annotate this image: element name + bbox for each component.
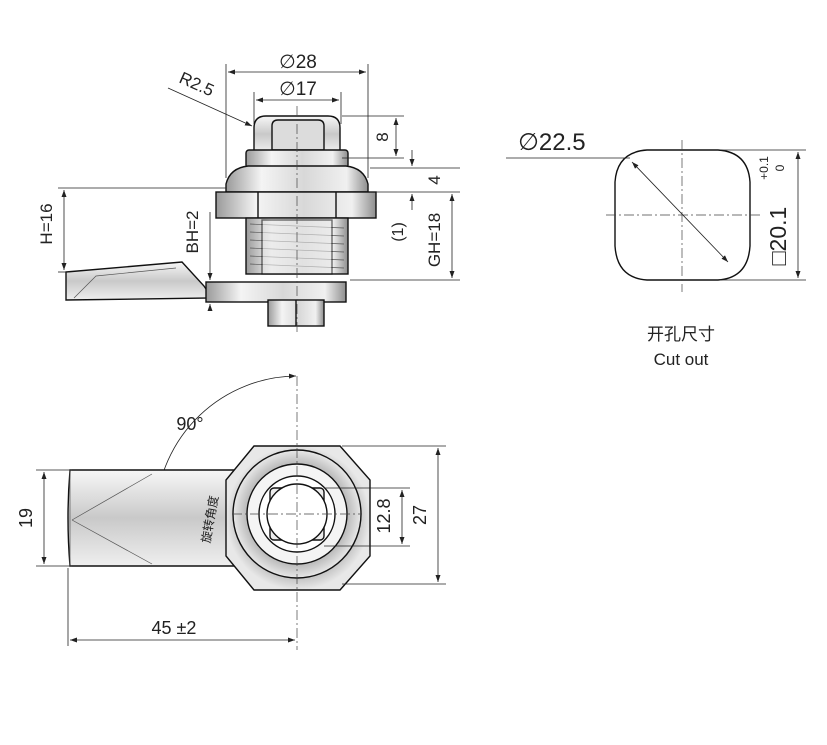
cam-arm (65, 261, 214, 301)
cam-arm-front (67, 469, 235, 567)
hex-nut (215, 191, 377, 219)
cutout-label-en: Cut out (654, 350, 709, 369)
cutout-view: ∅22.5 □20.1 +0.1 0 开孔尺寸 Cut out (506, 129, 806, 369)
dim-h: H=16 (37, 203, 56, 244)
dim-line-225 (631, 161, 729, 263)
cutout-label-cn: 开孔尺寸 (647, 325, 715, 344)
dim-height-8: 8 (373, 132, 392, 141)
dim-dia-225: ∅22.5 (518, 129, 586, 156)
dim-dia-128: 12.8 (374, 498, 394, 533)
dim-gh: GH=18 (425, 213, 444, 267)
dim-tol-lower: 0 (773, 164, 787, 171)
cam-arm-chevron (71, 473, 153, 565)
dim-angle-90: 90° (176, 414, 203, 434)
cam-arm-bevel (73, 267, 177, 299)
dim-width-19: 19 (16, 508, 36, 528)
dim-dia-17: ∅17 (279, 79, 317, 100)
side-view: ∅28 ∅17 R2.5 (37, 52, 460, 334)
dim-radius: R2.5 (176, 68, 217, 100)
cam-plate (205, 281, 347, 303)
dim-dia-28: ∅28 (279, 52, 317, 73)
dim-bh: BH=2 (183, 211, 202, 254)
handle-grip (271, 119, 325, 151)
leader-r25 (167, 87, 253, 127)
dim-tol-upper: +0.1 (757, 156, 771, 180)
dim-bracket-1: (1) (390, 222, 407, 242)
dim-height-27: 27 (410, 505, 430, 525)
dim-square-201: □20.1 (765, 207, 791, 266)
dim-height-4: 4 (425, 175, 444, 184)
front-view: 90° 旋转角度 19 45 ±2 12.8 27 (16, 373, 446, 650)
dim-length-45: 45 ±2 (152, 618, 197, 638)
